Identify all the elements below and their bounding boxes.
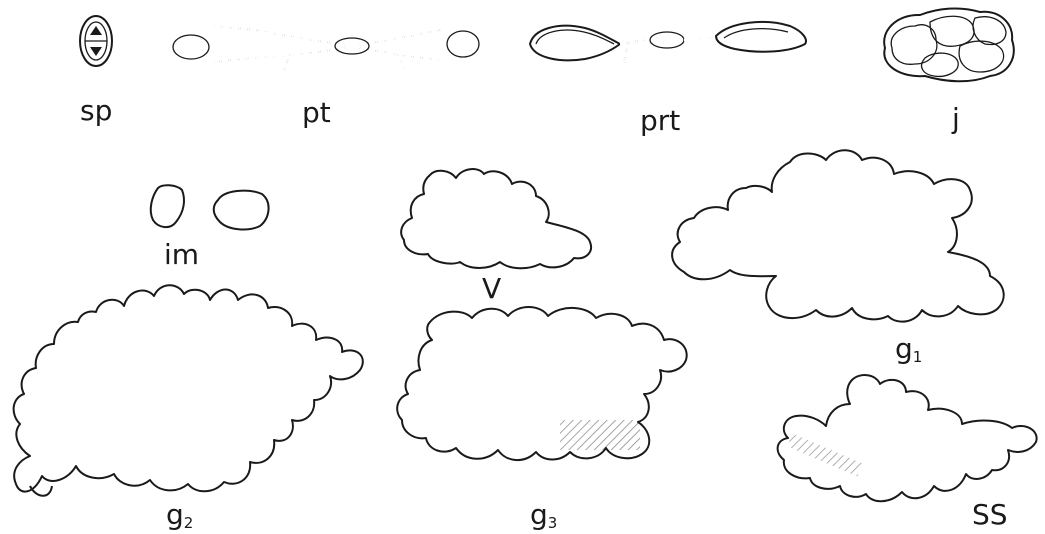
spore-drawing — [80, 16, 112, 66]
label-g2: g2 — [166, 498, 193, 532]
label-pt: pt — [302, 96, 331, 129]
label-j: j — [951, 102, 960, 135]
label-g1: g1 — [895, 332, 922, 366]
thallus-v-drawing — [401, 169, 591, 268]
protonema-drawing — [173, 26, 479, 70]
label-g3: g3 — [530, 498, 557, 532]
immature-thalli-drawing — [151, 185, 269, 229]
juvenile-cluster-drawing — [884, 8, 1014, 81]
label-sp: sp — [80, 94, 112, 127]
thallus-ss-drawing — [778, 375, 1037, 501]
thallus-g3-drawing — [397, 307, 686, 460]
prothallus-drawing — [530, 22, 806, 62]
label-prt: prt — [640, 104, 680, 137]
label-v: V — [482, 272, 501, 305]
label-ss: SS — [972, 498, 1008, 531]
label-im: im — [164, 238, 199, 271]
thallus-g2-drawing — [14, 285, 363, 496]
thallus-g1-drawing — [672, 150, 1004, 321]
